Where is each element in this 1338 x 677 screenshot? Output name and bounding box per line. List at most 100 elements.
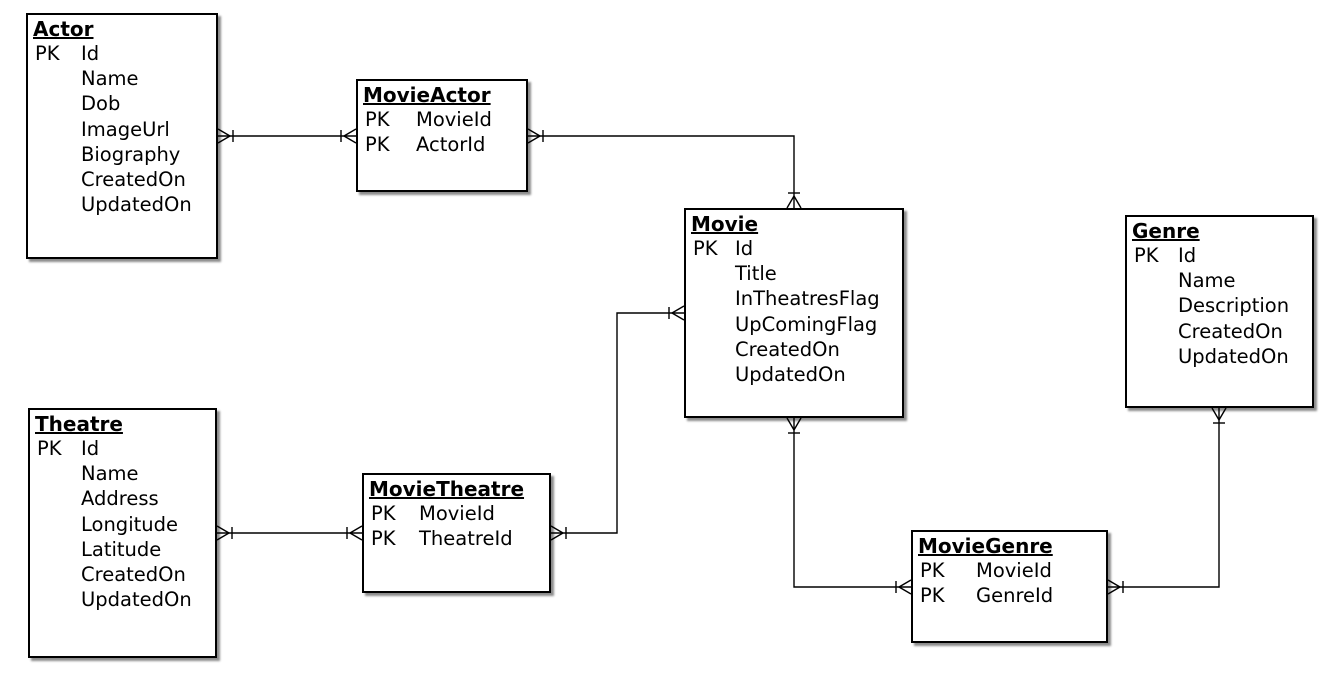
crows-foot-marker bbox=[671, 312, 685, 321]
entity-title: Theatre bbox=[35, 412, 123, 436]
attribute-name: CreatedOn bbox=[735, 337, 840, 361]
attribute-row: Title bbox=[691, 261, 902, 286]
attribute-name: CreatedOn bbox=[1178, 319, 1283, 343]
crows-foot-marker bbox=[1107, 579, 1121, 588]
attribute-name: Id bbox=[1178, 244, 1197, 267]
attribute-key: PK bbox=[37, 437, 62, 460]
attribute-key: PK bbox=[365, 108, 390, 131]
attribute-row: Name bbox=[35, 461, 215, 486]
attribute-row: CreatedOn bbox=[35, 562, 215, 587]
crows-foot-marker bbox=[349, 525, 363, 534]
crows-foot-marker bbox=[898, 579, 912, 588]
crows-foot-marker bbox=[671, 305, 685, 314]
attribute-name: Latitude bbox=[81, 537, 162, 561]
attribute-name: ImageUrl bbox=[81, 117, 170, 141]
attribute-row: PK Id bbox=[1132, 243, 1312, 268]
attribute-name: Biography bbox=[81, 142, 181, 166]
attribute-row: Address bbox=[35, 486, 215, 511]
entity-title: MovieTheatre bbox=[369, 477, 525, 501]
crows-foot-marker bbox=[527, 135, 541, 144]
attribute-name: CreatedOn bbox=[81, 167, 186, 191]
crows-foot-marker bbox=[216, 525, 230, 534]
attribute-row: CreatedOn bbox=[691, 337, 902, 362]
attribute-name: CreatedOn bbox=[81, 562, 186, 586]
entity-title: Genre bbox=[1132, 219, 1200, 243]
crows-foot-marker bbox=[898, 586, 912, 595]
attribute-row: PK Id bbox=[33, 41, 216, 66]
relationship-movie-actor-movie bbox=[528, 135, 795, 208]
attribute-row: UpdatedOn bbox=[33, 192, 216, 217]
entity-title: MovieActor bbox=[363, 83, 491, 107]
crows-foot-marker bbox=[349, 532, 363, 541]
attribute-row: PK GenreId bbox=[918, 583, 1106, 608]
crows-foot-marker bbox=[550, 525, 564, 534]
attribute-row: CreatedOn bbox=[33, 167, 216, 192]
entity-title: Actor bbox=[33, 17, 94, 41]
attribute-key: PK bbox=[1134, 244, 1159, 267]
crows-foot-marker bbox=[217, 135, 231, 144]
attribute-key: PK bbox=[371, 527, 396, 551]
attribute-row: PK Id bbox=[35, 436, 215, 461]
attribute-name: Id bbox=[81, 437, 100, 460]
crows-foot-marker bbox=[343, 135, 357, 144]
attribute-key: PK bbox=[693, 237, 718, 260]
attribute-name: TheatreId bbox=[419, 527, 513, 551]
attribute-name: InTheatresFlag bbox=[735, 287, 880, 311]
attribute-name: MovieId bbox=[976, 559, 1052, 582]
attribute-name: MovieId bbox=[419, 502, 495, 525]
attribute-row: Name bbox=[1132, 268, 1312, 293]
crows-foot-marker bbox=[343, 128, 357, 137]
attribute-row: UpdatedOn bbox=[35, 587, 215, 612]
attribute-name: Name bbox=[81, 462, 139, 486]
attribute-key: PK bbox=[365, 133, 390, 157]
attribute-name: UpdatedOn bbox=[735, 362, 846, 386]
attribute-key: PK bbox=[920, 559, 945, 582]
attribute-row: UpComingFlag bbox=[691, 312, 902, 337]
attribute-name: MovieId bbox=[416, 108, 492, 131]
attribute-name: Description bbox=[1178, 294, 1290, 318]
crows-foot-marker bbox=[216, 532, 230, 541]
crows-foot-marker bbox=[786, 417, 795, 431]
attribute-row: PK MovieId bbox=[369, 501, 549, 526]
attribute-row: Description bbox=[1132, 293, 1312, 318]
attribute-row: Dob bbox=[33, 91, 216, 116]
attribute-row: InTheatresFlag bbox=[691, 286, 902, 311]
attribute-name: UpComingFlag bbox=[735, 312, 878, 336]
attribute-name: Dob bbox=[81, 92, 121, 116]
attribute-name: Id bbox=[735, 237, 754, 260]
attribute-name: Longitude bbox=[81, 512, 178, 536]
attribute-row: UpdatedOn bbox=[1132, 344, 1312, 369]
entity-title: Movie bbox=[691, 212, 759, 236]
attribute-row: Biography bbox=[33, 142, 216, 167]
attribute-name: Address bbox=[81, 487, 159, 511]
attribute-name: Id bbox=[81, 42, 100, 65]
crows-foot-marker bbox=[786, 195, 795, 209]
attribute-row: PK MovieId bbox=[363, 107, 526, 132]
attribute-name: UpdatedOn bbox=[81, 588, 192, 612]
crows-foot-marker bbox=[793, 195, 802, 209]
crows-foot-marker bbox=[793, 417, 802, 431]
entity-title: MovieGenre bbox=[918, 534, 1053, 558]
attribute-name: GenreId bbox=[976, 584, 1054, 608]
attribute-name: UpdatedOn bbox=[81, 193, 192, 217]
crows-foot-marker bbox=[550, 532, 564, 541]
attribute-row: ImageUrl bbox=[33, 117, 216, 142]
relationship-movie-movie-genre bbox=[793, 418, 911, 588]
attribute-row: PK Id bbox=[691, 236, 902, 261]
attribute-row: Name bbox=[33, 66, 216, 91]
attribute-key: PK bbox=[920, 584, 945, 608]
crows-foot-marker bbox=[1218, 407, 1227, 421]
attribute-key: PK bbox=[35, 42, 60, 65]
attribute-key: PK bbox=[371, 502, 396, 525]
attribute-row: PK TheatreId bbox=[369, 526, 549, 551]
crows-foot-marker bbox=[527, 128, 541, 137]
